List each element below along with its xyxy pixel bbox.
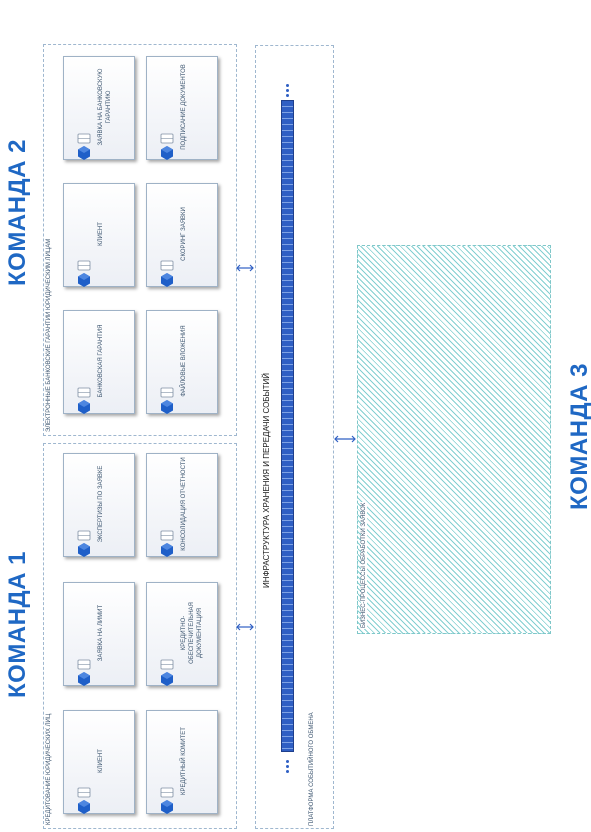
business-processes-area: [357, 245, 551, 634]
double-arrow-icon: [236, 623, 254, 631]
hexagon-database-icon: [76, 387, 92, 422]
hexagon-database-icon: [159, 787, 175, 822]
card-expertise[interactable]: ЭКСПЕРТИЗЫ ПО ЗАЯВКЕ: [63, 453, 135, 557]
dots-bottom-icon: [286, 760, 289, 775]
card-client-2[interactable]: КЛИЕНТ: [63, 183, 135, 287]
card-label: КОНСОЛИДАЦИЯ ОТЧЕТНОСТИ: [181, 457, 187, 551]
card-limit-request[interactable]: ЗАЯВКА НА ЛИМИТ: [63, 582, 135, 686]
hexagon-database-icon: [76, 530, 92, 565]
hexagon-database-icon: [159, 530, 175, 565]
card-scoring[interactable]: СКОРИНГ ЗАЯВКИ: [146, 183, 218, 287]
card-label: ПОДПИСАНИЕ ДОКУМЕНТОВ: [181, 64, 187, 150]
card-label: КЛИЕНТ: [98, 222, 104, 246]
event-platform-label: ПЛАТФОРМА СОБЫТИЙНОГО ОБМЕНА: [309, 712, 315, 826]
hexagon-database-icon: [76, 133, 92, 168]
card-file-attachments[interactable]: ФАЙЛОВЫЕ ВЛОЖЕНИЯ: [146, 310, 218, 414]
event-platform: [255, 45, 334, 829]
hexagon-database-icon: [76, 659, 92, 694]
card-guarantee-request[interactable]: ЗАЯВКА НА БАНКОВСКУЮ ГАРАНТИЮ: [63, 56, 135, 160]
dots-top-icon: [286, 84, 289, 99]
event-infrastructure-label: ИНФРАСТРУКТУРА ХРАНЕНИЯ И ПЕРЕДАЧИ СОБЫТ…: [262, 372, 271, 588]
card-label: ЗАЯВКА НА БАНКОВСКУЮ ГАРАНТИЮ: [98, 68, 112, 146]
card-credit-docs[interactable]: КРЕДИТНО-ОБЕСПЕЧИТЕЛЬНАЯ ДОКУМЕНТАЦИЯ: [146, 582, 218, 686]
card-label: БАНКОВСКАЯ ГАРАНТИЯ: [98, 324, 104, 398]
card-signing[interactable]: ПОДПИСАНИЕ ДОКУМЕНТОВ: [146, 56, 218, 160]
team-3-title: КОМАНДА 3: [566, 363, 591, 510]
team-1-title: КОМАНДА 1: [4, 551, 31, 698]
hexagon-database-icon: [159, 260, 175, 295]
card-client-1[interactable]: КЛИЕНТ: [63, 710, 135, 814]
group-guarantees: [43, 44, 237, 436]
hexagon-database-icon: [76, 260, 92, 295]
double-arrow-icon: [236, 264, 254, 272]
card-consolidation[interactable]: КОНСОЛИДАЦИЯ ОТЧЕТНОСТИ: [146, 453, 218, 557]
hexagon-database-icon: [159, 387, 175, 422]
business-processes-label: БИЗНЕС-ПРОЦЕССЫ ОБРАБОТКИ ЗАЯВОК: [361, 501, 367, 629]
event-bus-bar: [281, 100, 294, 752]
card-label: ЗАЯВКА НА ЛИМИТ: [98, 604, 104, 662]
card-label: КРЕДИТНО-ОБЕСПЕЧИТЕЛЬНАЯ ДОКУМЕНТАЦИЯ: [181, 602, 203, 664]
card-bank-guarantee[interactable]: БАНКОВСКАЯ ГАРАНТИЯ: [63, 310, 135, 414]
team-2-title: КОМАНДА 2: [4, 139, 31, 286]
group-guarantees-label: ЭЛЕКТРОННЫЕ БАНКОВСКИЕ ГАРАНТИИ ЮРИДИЧЕС…: [46, 238, 52, 432]
card-label: ФАЙЛОВЫЕ ВЛОЖЕНИЯ: [181, 325, 187, 397]
card-credit-committee[interactable]: КРЕДИТНЫЙ КОМИТЕТ: [146, 710, 218, 814]
card-label: ЭКСПЕРТИЗЫ ПО ЗАЯВКЕ: [98, 465, 104, 543]
hexagon-database-icon: [159, 133, 175, 168]
card-label: СКОРИНГ ЗАЯВКИ: [181, 207, 187, 261]
group-lending: [43, 443, 237, 829]
card-label: КРЕДИТНЫЙ КОМИТЕТ: [181, 727, 187, 795]
double-arrow-icon: [334, 435, 356, 443]
hexagon-database-icon: [159, 659, 175, 694]
card-label: КЛИЕНТ: [98, 749, 104, 773]
group-lending-label: КРЕДИТОВАНИЕ ЮРИДИЧЕСКИХ ЛИЦ: [46, 713, 52, 825]
hexagon-database-icon: [76, 787, 92, 822]
